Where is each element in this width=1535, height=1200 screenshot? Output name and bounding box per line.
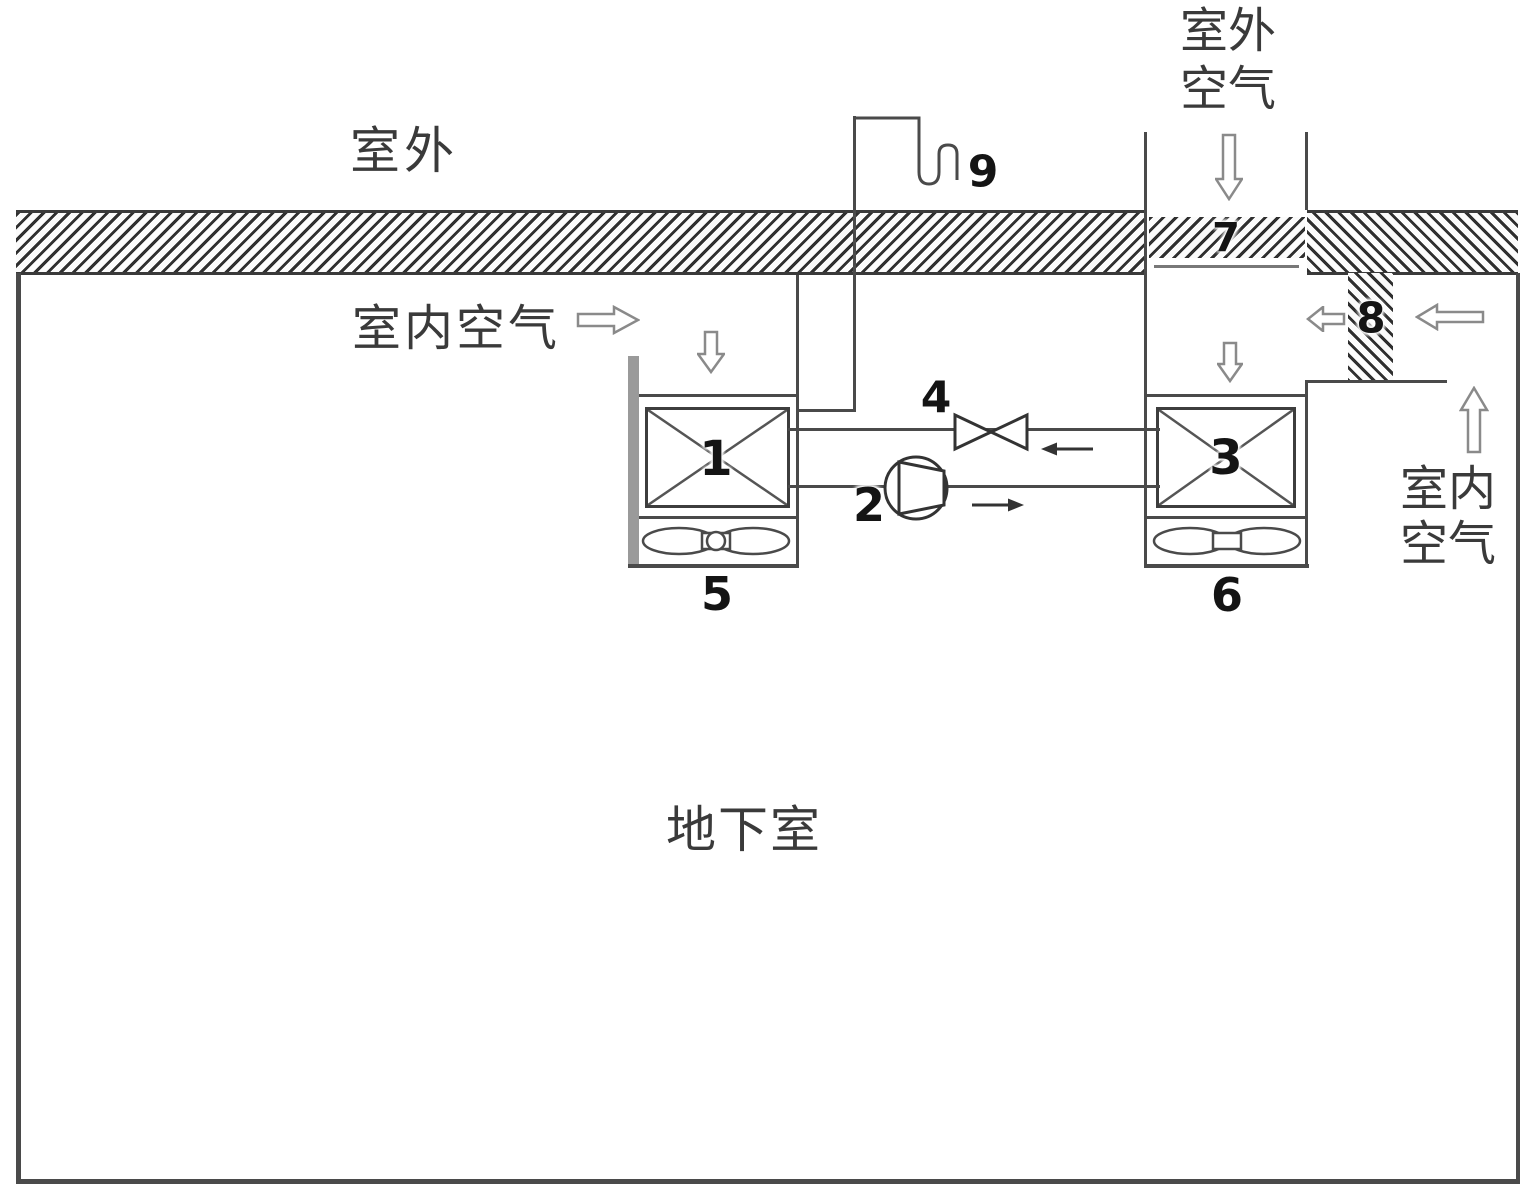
duct-down-arrow-icon — [1215, 133, 1243, 201]
unit1-left-wall — [628, 356, 639, 567]
label-gooseneck-9: 9 — [967, 146, 999, 198]
bottom-pipe-flow-arrow-icon — [972, 498, 1024, 512]
basement-wall-left — [16, 273, 21, 1181]
unit3-down-arrow-icon — [1217, 341, 1243, 383]
heat-exchanger-1-cross-icon — [648, 410, 787, 505]
label-ceiling-damper-7: 7 — [1212, 215, 1240, 261]
damper8-step-line — [1305, 380, 1447, 383]
fan-6-icon — [1152, 526, 1302, 556]
heat-exchanger-1 — [645, 407, 790, 508]
outdoor-label: 室外 — [350, 122, 458, 180]
unit1-right-wall — [796, 275, 799, 567]
heat-exchanger-3-cross-icon — [1159, 410, 1293, 505]
basement-wall-right — [1516, 273, 1520, 1181]
wall-damper-8 — [1348, 273, 1393, 382]
heat-exchanger-3 — [1156, 407, 1296, 508]
vent-pipe-horizontal — [796, 409, 856, 412]
vent-pipe-vertical — [853, 116, 856, 412]
damper8-inner-arrow-icon — [1306, 306, 1346, 332]
indoor-air-left-arrow-icon — [576, 305, 640, 335]
duct-wall-left — [1144, 132, 1147, 567]
valve-4-icon — [953, 412, 1029, 452]
indoor-air-right-label: 室内 空气 — [1399, 461, 1496, 572]
unit3-housing-top — [1147, 394, 1305, 397]
gooseneck-vent-9-icon — [854, 116, 959, 186]
basement-floor — [16, 1179, 1520, 1184]
ceiling-damper-7 — [1149, 217, 1305, 258]
unit1-fan-top-line — [639, 516, 799, 519]
ceiling-damper-frame-line — [1154, 265, 1299, 268]
unit3-right-wall — [1305, 380, 1308, 567]
label-wall-damper-8: 8 — [1356, 293, 1386, 343]
duct-wall-right — [1305, 132, 1308, 210]
basement-label: 地下室 — [666, 801, 822, 859]
label-valve-4: 4 — [920, 372, 952, 424]
unit1-housing-top — [639, 394, 799, 397]
unit1-down-arrow-icon — [697, 330, 725, 374]
label-pump-2: 2 — [852, 478, 886, 532]
label-heat-exchanger-1: 1 — [699, 431, 733, 487]
outdoor-air-label: 室外 空气 — [1179, 3, 1276, 117]
pump-2-icon — [883, 455, 949, 521]
top-pipe-flow-arrow-icon — [1041, 442, 1093, 456]
unit1-bottom — [628, 564, 799, 568]
unit3-fan-top-line — [1147, 516, 1305, 519]
ceiling-slab-left — [16, 210, 1146, 275]
fan-5-icon — [641, 526, 791, 556]
pipe-bottom — [788, 485, 1160, 488]
damper8-outer-arrow-icon — [1415, 303, 1485, 331]
label-heat-exchanger-3: 3 — [1209, 430, 1243, 486]
label-fan-6: 6 — [1210, 568, 1244, 622]
indoor-air-right-arrow-icon — [1459, 386, 1489, 454]
indoor-air-left-label: 室内空气 — [352, 300, 561, 357]
ceiling-slab-right — [1307, 210, 1518, 275]
label-fan-5: 5 — [700, 567, 734, 621]
unit3-bottom — [1144, 564, 1309, 568]
